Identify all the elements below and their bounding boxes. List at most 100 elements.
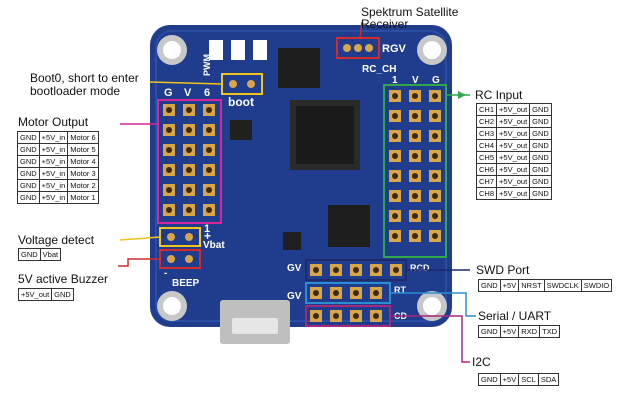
table-cell: Motor 1 [67,191,99,204]
header-pin-hole [313,290,319,296]
table-cell: +5V_in [38,191,69,204]
table-cell: RXD [518,325,541,338]
voltage-detect-title: Voltage detect [18,233,95,247]
silk-minus: - [164,268,167,279]
table-cell: GND [529,139,552,152]
header-pin-hole [392,213,398,219]
header-pin-hole [432,173,438,179]
header-pin-hole [392,113,398,119]
table-cell: GND [529,163,552,176]
header-pin-hole [313,313,319,319]
small-chip [230,120,252,140]
table-cell: +5V_out [496,175,531,188]
table-cell: +5V_out [496,151,531,164]
header-pin-hole [186,147,192,153]
table-cell: Vbat [39,248,62,261]
header-pin-hole [166,167,172,173]
silk-boot: boot [228,95,254,109]
silk-gv-1: GV [287,263,302,274]
header-pin-hole [206,107,212,113]
table-cell: CH8 [475,187,498,200]
header-pin-hole [206,127,212,133]
header-pin-hole [412,133,418,139]
table-cell: +5V [499,279,520,292]
silk-plus: + [204,229,211,243]
silk-beep: BEEP [172,278,200,289]
header-pin-hole [432,193,438,199]
table-cell: Motor 2 [67,179,99,192]
silk-pwm: PWM [202,54,212,76]
table-cell: GND [17,155,40,168]
table-cell: GND [17,191,40,204]
header-pin-hole [333,290,339,296]
header-pin-hole [412,93,418,99]
header-pin-hole [412,193,418,199]
table-cell: +5V_in [38,155,69,168]
table-cell: +5V [499,373,520,386]
table-cell: GND [529,103,552,116]
header-pin-hole [206,187,212,193]
header-pin-hole [432,93,438,99]
table-cell: CH4 [475,139,498,152]
header-pin-hole [432,153,438,159]
silk-rt: RT [394,285,406,295]
header-pin-hole [392,153,398,159]
small-chip-2 [283,232,301,250]
table-cell: GND [17,143,40,156]
header-pin-hole [333,313,339,319]
table-cell: +5V_in [38,179,69,192]
table-cell: Motor 4 [67,155,99,168]
header-pin-hole [206,207,212,213]
table-cell: GND [529,127,552,140]
table-cell: CH2 [475,115,498,128]
header-pin-hole [393,267,399,273]
silk-rc-one: 1 [392,75,398,86]
header-pin-hole [166,207,172,213]
table-cell: SWDCLK [543,279,582,292]
header-pin-hole [412,113,418,119]
table-cell: TXD [539,325,561,338]
table-cell: GND [478,279,501,292]
header-pin-hole [166,107,172,113]
main-mcu-chip [290,100,360,170]
header-pin-hole [186,107,192,113]
silk-vbat: Vbat [203,240,225,251]
header-pin-hole [353,313,359,319]
silk-rc-g: G [432,75,440,86]
lower-chip [328,205,370,247]
header-pin-hole [432,213,438,219]
motor-output-title: Motor Output [18,115,89,129]
silk-rc-v: V [412,75,419,86]
header-pin-hole [206,167,212,173]
header-pin-hole [432,133,438,139]
table-cell: GND [51,288,74,301]
table-cell: GND [17,167,40,180]
silk-rc-ch: RC_CH [362,64,396,75]
header-pin-hole [373,267,379,273]
header-pin-hole [333,267,339,273]
table-cell: GND [529,151,552,164]
silk-six: 6 [204,87,210,99]
header-pin-hole [392,193,398,199]
silk-g: G [164,87,173,99]
rc-input-title: RC Input [475,88,523,102]
header-pin-hole [392,133,398,139]
table-cell: +5V_in [38,131,69,144]
header-pin-hole [412,153,418,159]
table-cell: +5V_out [496,127,531,140]
table-cell: CH3 [475,127,498,140]
table-cell: SDA [537,373,560,386]
